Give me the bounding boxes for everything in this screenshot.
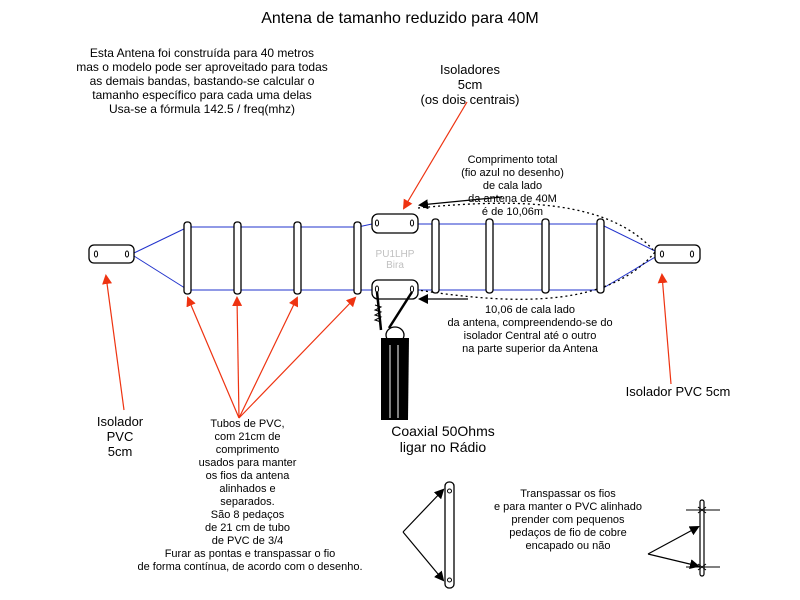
cada-lado-label: 10,06 de cala lado da antena, compreende… [420, 304, 640, 356]
center-insulator-top [371, 213, 419, 234]
comprimento-total-label: Comprimento total (fio azul no desenho) … [430, 154, 595, 219]
tubos-line: de 21 cm de tubo [204, 522, 290, 534]
intro-text: Esta Antena foi construída para 40 metro… [22, 46, 382, 116]
tubos-line: os fios da antena [205, 470, 290, 482]
tubos-line: usados para manter [198, 457, 297, 469]
black-arrows [402, 196, 700, 582]
transpassar-line: pedaços de fio de cobre [509, 527, 627, 539]
coaxial-label: Coaxial 50Ohms ligar no Rádio [368, 423, 518, 455]
comprimento-line: de cala lado [482, 180, 543, 192]
transpassar-label: Transpassar os fios e para manter o PVC … [458, 488, 678, 553]
watermark-name: Bira [386, 260, 404, 271]
tubos-line: São 8 pedaços [210, 509, 285, 521]
intro-line: Usa-se a fórmula 142.5 / freq(mhz) [108, 102, 296, 116]
length-dotted-arc [417, 202, 656, 300]
isolador-left-label: Isolador PVC 5cm [78, 414, 162, 459]
cada-lado-line: isolador Central até o outro [463, 330, 597, 342]
end-insulator-right [654, 244, 701, 264]
pvc-spacers [183, 218, 605, 295]
tubos-line: de forma contínua, de acordo com o desen… [137, 561, 363, 573]
pvc-tube-detail [444, 481, 455, 589]
binding-detail [686, 499, 720, 577]
center-insulator-bottom [371, 279, 419, 300]
tubos-line: com 21cm de [214, 431, 281, 443]
coax-feed [373, 291, 414, 420]
isoladores-line: (os dois centrais) [420, 92, 520, 107]
tubos-line: Furar as pontas e transpassar o fio [164, 548, 336, 560]
isolador-left-line: 5cm [107, 444, 133, 459]
tubos-line: Tubos de PVC, [210, 418, 285, 430]
isoladores-label: Isoladores 5cm (os dois centrais) [390, 62, 550, 107]
intro-line: tamanho específico para cada uma delas [92, 88, 312, 102]
isolador-left-line: Isolador [96, 414, 144, 429]
isoladores-line: Isoladores [440, 62, 500, 77]
cada-lado-line: na parte superior da Antena [462, 343, 598, 355]
transpassar-line: encapado ou não [525, 540, 611, 552]
coaxial-line: ligar no Rádio [399, 439, 487, 455]
coaxial-line: Coaxial 50Ohms [391, 423, 495, 439]
comprimento-line: (fio azul no desenho) [461, 167, 564, 179]
cada-lado-line: 10,06 de cala lado [485, 304, 575, 316]
intro-line: Esta Antena foi construída para 40 metro… [89, 46, 315, 60]
isolador-right-label: Isolador PVC 5cm [625, 384, 731, 399]
tubos-line: de PVC de 3/4 [211, 535, 284, 547]
tubos-line: separados. [220, 496, 275, 508]
comprimento-line: da antena de 40M [468, 193, 557, 205]
transpassar-line: Transpassar os fios [520, 488, 616, 500]
transpassar-line: prender com pequenos [511, 514, 625, 526]
watermark-callsign: PU1LHP [376, 249, 415, 260]
page-title: Antena de tamanho reduzido para 40M [261, 10, 539, 27]
isoladores-line: 5cm [457, 77, 483, 92]
transpassar-line: e para manter o PVC alinhado [494, 501, 642, 513]
cada-lado-line: da antena, compreendendo-se do [447, 317, 613, 329]
intro-line: as demais bandas, bastando-se calcular o [89, 74, 315, 88]
red-arrows [102, 101, 672, 419]
tubos-line: alinhados e [219, 483, 276, 495]
isolador-left-line: PVC [106, 429, 134, 444]
comprimento-line: Comprimento total [467, 154, 558, 166]
comprimento-line: é de 10,06m [481, 206, 544, 218]
tubos-pvc-footer: Furar as pontas e transpassar o fio de f… [90, 548, 410, 574]
tubos-line: comprimento [215, 444, 280, 456]
end-insulator-left [88, 244, 135, 264]
tubos-pvc-label: Tubos de PVC, com 21cm de comprimento us… [175, 418, 320, 548]
intro-line: mas o modelo pode ser aproveitado para t… [76, 60, 328, 74]
